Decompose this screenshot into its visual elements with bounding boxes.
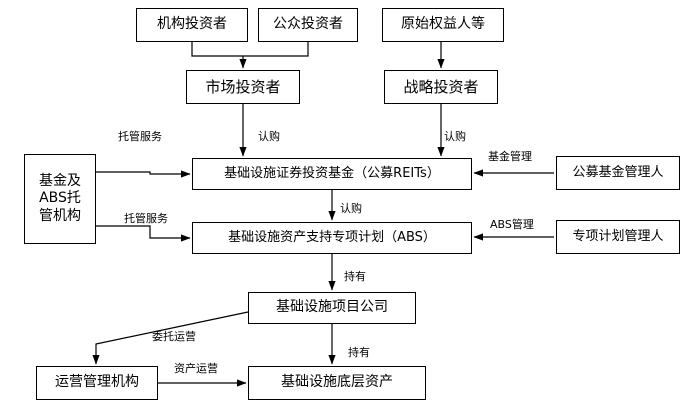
node-public-fund-manager[interactable]: 公募基金管理人 (556, 156, 680, 190)
edge-inst-to-market (191, 42, 243, 57)
node-institutional-investors[interactable]: 机构投资者 (136, 8, 248, 42)
node-strategic-investors[interactable]: 战略投资者 (384, 70, 498, 104)
node-originators[interactable]: 原始权益人等 (382, 8, 504, 42)
edge-custodian-to-reits (96, 170, 191, 178)
edge-label-hold-projectco: 持有 (344, 270, 366, 283)
edge-label-custody-service-reits: 托管服务 (118, 130, 162, 143)
node-project-company[interactable]: 基础设施项目公司 (248, 292, 416, 324)
edge-custodian-to-abs (96, 225, 191, 242)
edge-label-asset-operation: 资产运营 (174, 362, 218, 375)
node-operation-management-agency[interactable]: 运营管理机构 (36, 366, 158, 400)
node-abs-plan[interactable]: 基础设施资产支持专项计划（ABS） (192, 222, 472, 254)
edge-label-subscribe-abs: 认购 (340, 202, 362, 215)
edge-public-to-market (243, 42, 309, 57)
edge-label-hold-assets: 持有 (348, 346, 370, 359)
node-public-investors[interactable]: 公众投资者 (258, 8, 358, 42)
edge-label-abs-management: ABS管理 (490, 218, 534, 231)
node-underlying-assets[interactable]: 基础设施底层资产 (248, 366, 426, 400)
edge-label-subscribe-market: 认购 (258, 130, 280, 143)
node-market-investors[interactable]: 市场投资者 (186, 70, 300, 104)
node-fund-and-abs-custodian[interactable]: 基金及 ABS托 管机构 (24, 154, 96, 244)
edge-label-custody-service-abs: 托管服务 (124, 212, 168, 225)
node-special-plan-manager[interactable]: 专项计划管理人 (556, 220, 680, 254)
edge-label-fund-management: 基金管理 (488, 150, 532, 163)
edge-label-subscribe-strategic: 认购 (444, 130, 466, 143)
edge-label-entrusted-operation: 委托运营 (152, 330, 196, 343)
node-infrastructure-reits-fund[interactable]: 基础设施证券投资基金（公募REITs） (192, 158, 472, 190)
